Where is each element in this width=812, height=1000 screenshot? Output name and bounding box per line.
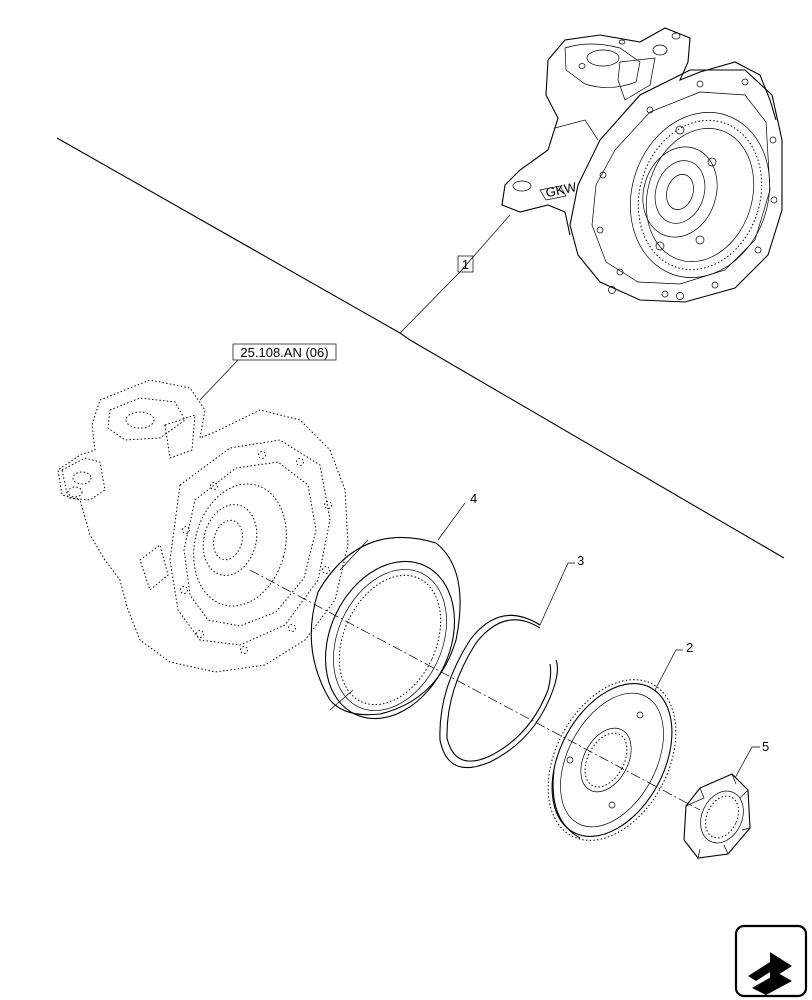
- housing-marking: GKW: [544, 179, 578, 200]
- callout-label-1: 1: [462, 257, 469, 272]
- callout-reference-label: 25.108.AN (06): [240, 345, 328, 360]
- callout-label-5: 5: [762, 739, 769, 754]
- assembly-axis: [249, 569, 701, 811]
- next-page-arrow-icon[interactable]: [734, 924, 808, 998]
- callout-label-3: 3: [577, 553, 584, 568]
- snap-ring: [439, 614, 559, 769]
- planet-carrier-gear: [547, 679, 677, 841]
- wheel-hub-housing: GKW: [501, 27, 783, 303]
- callout-label-4: 4: [470, 491, 477, 506]
- callout-reference: 25.108.AN (06): [199, 343, 337, 401]
- callout-item-1: 1: [399, 214, 511, 334]
- reference-housing-outline: [57, 379, 349, 673]
- callout-item-2: 2: [654, 640, 693, 691]
- hex-nut: [683, 773, 751, 859]
- ring-gear: [310, 536, 461, 720]
- section-divider-line: [56, 137, 785, 559]
- callout-item-5: 5: [734, 739, 769, 779]
- callout-item-3: 3: [539, 553, 584, 626]
- callout-item-4: 4: [437, 491, 477, 541]
- flange-bolt-holes: [596, 78, 778, 300]
- callout-label-2: 2: [686, 640, 693, 655]
